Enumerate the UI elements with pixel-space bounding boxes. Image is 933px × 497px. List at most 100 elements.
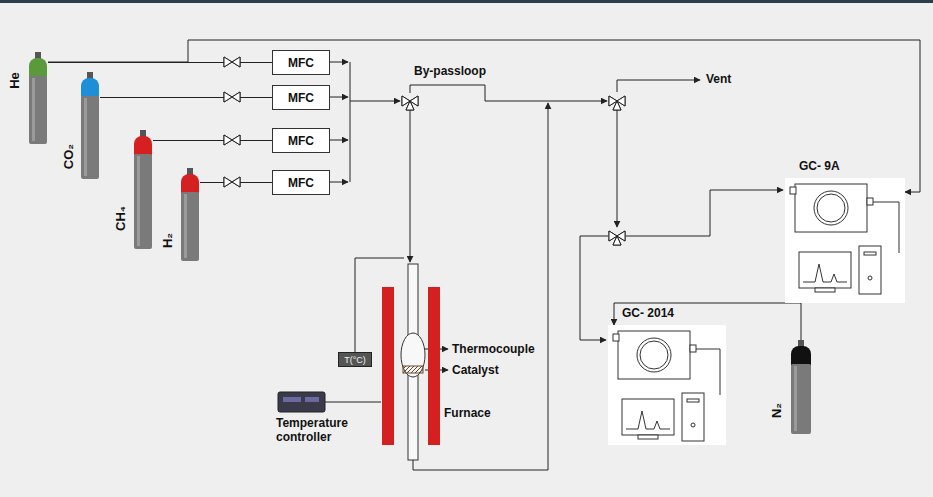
chromatogram [626,411,670,429]
cylinder-body [134,154,152,249]
three-way-valve [609,96,625,110]
gas-label: CH₄ [112,206,127,231]
pipe [330,140,348,141]
gas-line [48,40,920,192]
pc-tower [682,393,704,441]
gas-label: N₂ [769,402,784,417]
three-way-valve [609,231,625,245]
box-label: T(°C) [344,355,366,365]
gas-cylinder: He [28,52,48,145]
valve-symbol [224,177,240,187]
monitor-stand [815,288,835,292]
device-label: Temperature controller [276,416,358,444]
gas-label: H₂ [160,232,175,247]
controller-display [283,397,301,402]
reactor-inlet [410,110,411,262]
gas-chromatograph: GC- 2014 [608,325,726,445]
pipe [330,97,348,98]
vent-line [617,80,700,92]
box-label: MFC [288,56,314,70]
power-button [691,423,695,427]
valve-symbol [224,135,240,145]
box-label: MFC [288,91,314,105]
furnace-wall [428,287,440,445]
bypass-label: By-passloop [414,64,486,78]
instrument-label: GC- 2014 [622,306,674,320]
drive-bay [864,252,876,255]
gas-cylinder [133,130,153,250]
gc-instrument [785,178,905,303]
gas-cylinder [80,72,100,180]
controller-display [305,397,319,402]
cylinder-valve [140,130,146,137]
gc-inlet [790,187,796,194]
reactor-bulb [401,333,425,377]
pipe [626,190,783,236]
signal-cable [873,202,899,253]
gas-label: He [6,72,21,89]
gc-oven [795,184,867,232]
power-button [868,276,872,280]
three-way-valve [609,96,625,110]
manifold [350,62,351,182]
cylinder-body [81,96,99,179]
gc-column [814,191,848,225]
top-band [0,0,933,3]
pipe [617,110,618,227]
temperature-display: T(°C) [338,352,372,367]
valve-symbol [224,92,240,102]
gas-cylinder: N₂ [790,340,812,435]
box-label: MFC [288,176,314,190]
pipe [580,236,608,340]
cylinder-shine [32,78,35,141]
valves [224,57,625,245]
gas-cylinder [180,168,200,262]
gc-column [637,338,671,372]
gc-column [817,194,845,222]
cylinder-valve [187,168,193,175]
pipe [330,182,348,183]
signal-cable [696,349,720,395]
part-label: Thermocouple [452,342,535,356]
gas-cylinder [790,340,812,435]
part-label: Furnace [444,406,491,420]
gas-line [100,97,272,98]
chromatogram [803,264,847,282]
valve-symbol [224,57,240,67]
monitor [622,399,674,435]
pipe [330,62,348,63]
gc-column [640,341,668,369]
gas-cylinder [28,52,48,145]
temperature-controller [278,392,325,412]
mass-flow-controller: MFC [272,128,330,153]
cylinder-valve [35,52,41,59]
reactor-outlet [413,103,548,470]
mass-flow-controller: MFC [272,85,330,110]
valve-symbol [224,135,240,145]
mass-flow-controller: MFC [272,170,330,195]
gc-inlet [613,334,619,341]
cylinder-body [181,192,199,261]
bypass-loop [410,85,607,101]
cylinder-shine [84,98,87,176]
instrument-label: GC- 9A [799,159,840,173]
three-way-valve [402,96,418,110]
valve-symbol [224,92,240,102]
cylinder-body [791,364,811,434]
gas-cylinder: CO₂ [80,72,100,180]
gas-cylinder: H₂ [180,168,200,262]
gc-oven [618,331,690,379]
pc-tower [859,246,881,294]
gas-chromatograph: GC- 9A [785,178,905,303]
gas-line [153,140,272,141]
box-label: MFC [288,134,314,148]
three-way-valve [402,96,418,110]
gc-detector [690,345,696,352]
cylinder-valve [798,340,804,347]
thermocouple-wire [355,258,404,352]
gc-detector [867,198,873,205]
vent-label: Vent [706,72,731,86]
cylinder-shine [137,156,140,246]
cylinder-valve [87,72,93,79]
